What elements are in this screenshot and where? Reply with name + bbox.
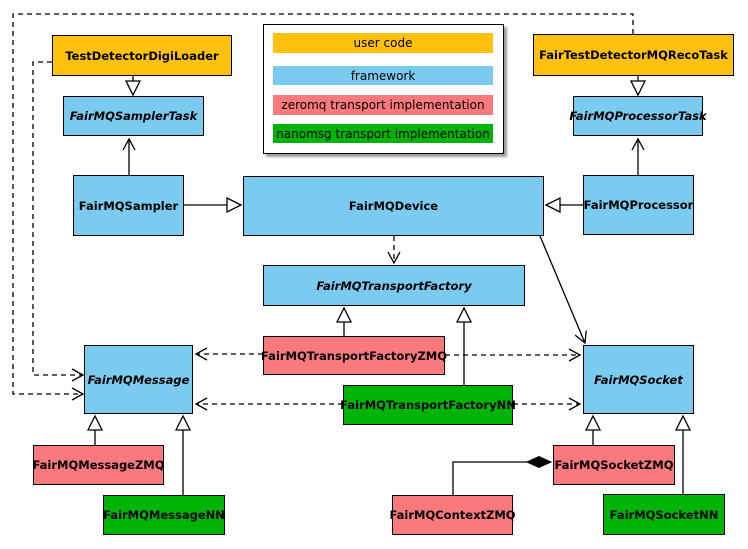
node-fairmqsocketnn: FairMQSocketNN xyxy=(603,494,725,535)
node-fairmqcontextzmq: FairMQContextZMQ xyxy=(389,495,516,535)
node-fairmqsampler: FairMQSampler xyxy=(73,175,184,236)
node-fairmqsamplertask: FairMQSamplerTask xyxy=(63,96,204,136)
node-fairmqtransportfactoryzmq: FairMQTransportFactoryZMQ xyxy=(261,336,447,375)
node-fairmqmessagezmq: FairMQMessageZMQ xyxy=(32,445,165,485)
node-fairmqprocessortask: FairMQProcessorTask xyxy=(569,96,707,136)
node-fairmqdevice: FairMQDevice xyxy=(243,176,544,236)
node-fairmqmessage: FairMQMessage xyxy=(84,345,193,414)
node-testdetectordigiloader: TestDetectorDigiLoader xyxy=(52,35,232,76)
legend-item-nanomsg: nanomsg transport implementation xyxy=(273,124,493,143)
edge-device-socket xyxy=(539,235,587,345)
node-fairmqmessagenn: FairMQMessageNN xyxy=(103,495,225,535)
node-fairmqtransportfactory: FairMQTransportFactory xyxy=(263,265,525,306)
edge-recotask-message xyxy=(12,13,634,401)
node-fairmqsocketzmq: FairMQSocketZMQ xyxy=(553,445,675,485)
legend-item-user-code: user code xyxy=(273,33,493,53)
edge-contextzmq-socketzmq xyxy=(452,462,551,495)
node-fairmqsocket: FairMQSocket xyxy=(583,345,694,414)
edge-digiloader-message xyxy=(32,61,85,382)
node-fairmqprocessor: FairMQProcessor xyxy=(583,175,694,235)
legend-item-framework: framework xyxy=(273,66,493,85)
node-fairtestdetectormqrecotask: FairTestDetectorMQRecoTask xyxy=(533,34,734,76)
legend-item-zeromq: zeromq transport implementation xyxy=(273,95,493,115)
legend-box: user code framework zeromq transport imp… xyxy=(263,24,504,154)
node-fairmqtransportfactorynn: FairMQTransportFactoryNN xyxy=(340,385,516,425)
